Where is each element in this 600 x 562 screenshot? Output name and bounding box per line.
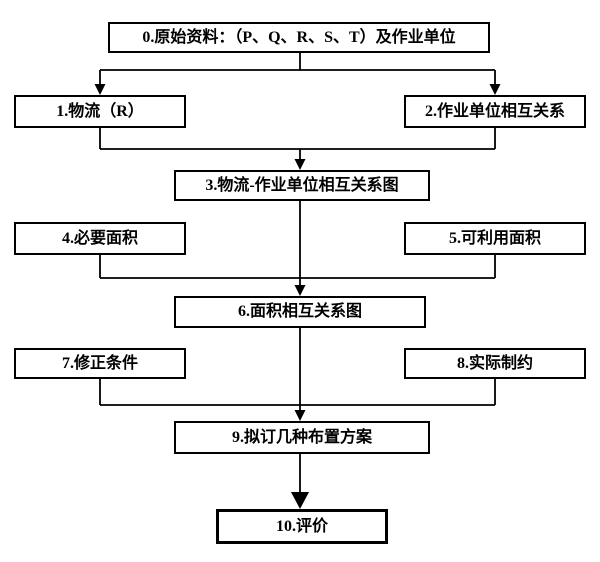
flow-node-required-area: 4.必要面积 bbox=[14, 222, 186, 255]
arrow-down-head-large bbox=[291, 492, 309, 509]
flow-node-label: 3.物流-作业单位相互关系图 bbox=[205, 176, 399, 194]
arrow-down-head bbox=[294, 285, 306, 296]
flow-node-source-data: 0.原始资料：（P、Q、R、S、T）及作业单位 bbox=[108, 22, 490, 53]
flow-node-practical-limits: 8.实际制约 bbox=[404, 348, 586, 379]
flow-node-label: 10.评价 bbox=[275, 517, 328, 535]
flow-node-modifying-conditions: 7.修正条件 bbox=[14, 348, 186, 379]
flow-node-label: 1.物流（R） bbox=[56, 102, 144, 120]
flow-node-evaluation: 10.评价 bbox=[216, 509, 388, 544]
flow-node-label: 6.面积相互关系图 bbox=[237, 303, 362, 321]
arrow-down-head bbox=[294, 410, 306, 421]
flow-node-label: 9.拟订几种布置方案 bbox=[231, 428, 372, 446]
arrow-down-head bbox=[489, 84, 501, 95]
flow-node-flow-relation-chart: 3.物流-作业单位相互关系图 bbox=[174, 170, 430, 201]
flow-node-area-relation-chart: 6.面积相互关系图 bbox=[174, 296, 426, 328]
flow-node-label: 5.可利用面积 bbox=[448, 229, 541, 247]
arrow-down-head bbox=[294, 159, 306, 170]
flow-node-layout-alternatives: 9.拟订几种布置方案 bbox=[174, 421, 430, 454]
flow-node-label: 7.修正条件 bbox=[61, 354, 138, 372]
flow-node-activity-relations: 2.作业单位相互关系 bbox=[404, 95, 586, 128]
flow-node-available-area: 5.可利用面积 bbox=[404, 222, 586, 255]
flow-node-label: 0.原始资料：（P、Q、R、S、T）及作业单位 bbox=[142, 28, 456, 46]
flow-node-label: 8.实际制约 bbox=[456, 354, 533, 372]
flow-node-label: 4.必要面积 bbox=[61, 229, 138, 247]
flow-node-label: 2.作业单位相互关系 bbox=[424, 102, 565, 120]
flow-node-material-flow: 1.物流（R） bbox=[14, 95, 186, 128]
arrow-down-head bbox=[94, 84, 106, 95]
